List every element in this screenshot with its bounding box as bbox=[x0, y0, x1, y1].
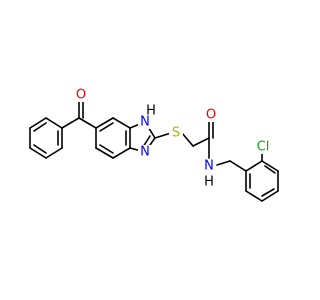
imidazole-nitrogen-label: N bbox=[140, 145, 150, 160]
ketone-group bbox=[61, 99, 97, 129]
molecule-structure-diagram: O N H N S O N H Cl bbox=[29, 88, 279, 202]
chlorophenyl-ring bbox=[216, 151, 279, 202]
amide-hydrogen-label: H bbox=[204, 175, 214, 190]
amide-oxygen-label: O bbox=[206, 108, 216, 123]
thioacetamide-linker bbox=[154, 121, 214, 159]
benzimidazole-benzene-ring bbox=[95, 117, 131, 159]
amide-nitrogen-label: N bbox=[204, 159, 214, 174]
chlorine-label: Cl bbox=[257, 140, 270, 155]
sulfur-label: S bbox=[172, 126, 180, 141]
imidazole-nh-nitrogen-label: N bbox=[140, 115, 150, 130]
imidazole-nh-hydrogen-label: H bbox=[146, 104, 156, 119]
atom-labels: O N H N S O N H Cl bbox=[74, 88, 272, 190]
phenyl-ring-benzoyl bbox=[29, 117, 63, 159]
ketone-oxygen-label: O bbox=[76, 88, 86, 103]
